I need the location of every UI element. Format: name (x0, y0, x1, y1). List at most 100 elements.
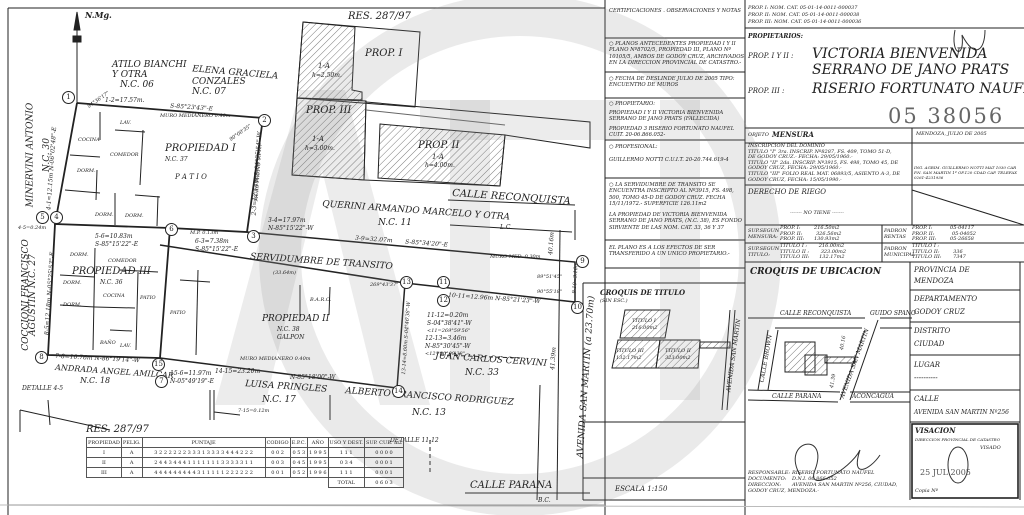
room-label: COCINA (78, 137, 100, 143)
wall-label: MURO MED. 0.30m (490, 254, 541, 260)
point-marker: 15 (152, 358, 165, 371)
calle-label: CALLE (914, 395, 939, 403)
prop-1-2-owner: VICTORIA BIENVENIDA (812, 46, 988, 62)
padron-value: 05-26658 (949, 236, 974, 242)
propiedad-3-nc: N.C. 36 (100, 279, 123, 286)
table-header-row: PROPIEDAD PELIG. PUNTAJE CODIGO E.P.C. A… (86, 437, 404, 448)
distrito-label: DISTRITO (914, 327, 951, 335)
cell: 0 0 3 (264, 457, 291, 468)
sketch-height: h=2.50m. (312, 72, 342, 79)
departamento-label: DEPARTAMENTO (914, 295, 978, 303)
note-profesional: GUILLERMO NOTTI C.U.I.T. 20-20.744.619-4 (609, 157, 729, 163)
padron-key: PROP. III: (912, 236, 937, 242)
bearing-5-6: S-85°15'22"-E (95, 241, 139, 248)
point-marker: 13 (400, 276, 413, 289)
detail-4-5-label: DETALLE 4-5 (22, 385, 64, 392)
nomenclatura-line: PROP. II: NOM. CAT. 05-01-14-0011-000038 (748, 12, 860, 18)
table-header: SUP. CUB. m2 (364, 437, 404, 448)
total-label: TOTAL (327, 477, 366, 488)
room-label: DORM. (95, 212, 114, 218)
angle-4: 90°55'18" (537, 289, 563, 295)
res-top: RES. 287/97 (348, 11, 411, 22)
visacion-visado: VISADO (980, 445, 1001, 451)
neighbor-coccioni-2: AGUSTIN N.C. 27 (27, 254, 38, 336)
room-label: DORM. (63, 280, 82, 286)
cell: 0 0 0 1 (364, 457, 404, 468)
cell: 4 4 4 4 4 4 4 4 4 3 1 1 1 1 1 2 2 2 2 2 … (141, 467, 266, 478)
inscripcion-line: TITULO "III" FOLIO REAL MAT. 06893/5, AS… (748, 170, 901, 177)
objeto-label: OBJETO (748, 132, 769, 138)
cell: I (86, 447, 122, 458)
point-marker: 9 (576, 255, 589, 268)
calle-value: AVENIDA SAN MARTIN Nº256 (914, 409, 1009, 416)
measure-7-15: 7-15=0.12m (238, 408, 270, 414)
cell: 2 4 4 3 4 4 4 1 1 1 1 1 1 1 3 3 3 3 3 1 … (141, 457, 266, 468)
neighbor-atilo: ATILO BIANCHI (112, 60, 187, 70)
visacion-date: 25 JUL 2005 (920, 468, 971, 477)
inscripcion-line: TITULO "II" 2da. INSCRIP. Nº3915, FS. 49… (748, 159, 899, 166)
padron-municipal-label: PADRON MUNICIPAL (884, 246, 916, 258)
padron-rentas-label: PADRON RENTAS (884, 228, 907, 240)
sketch-category: 1-A (432, 153, 444, 161)
riego-value: ------- NO TIENE ------- (790, 210, 844, 216)
table-header: E.P.C. (289, 437, 309, 448)
propietarios-label: PROPIETARIOS: (748, 33, 803, 40)
sketch-height: h=4.00m. (425, 162, 455, 169)
point-marker: 11 (437, 276, 450, 289)
ubicacion-aconcagua: ACONCAGUA (852, 393, 895, 400)
sketch-prop-3: PROP. III (306, 105, 352, 116)
point-marker: 12 (437, 294, 450, 307)
responsable-block: RESPONSABLE:RISERIO FORTUNATO NAUFEL DOC… (748, 470, 898, 494)
inscripcion-block: INSCRIPCION DEL DOMINIO TITULO "I" 3ra. … (748, 143, 901, 183)
note-propietario-2: PROPIEDAD 3 RISERIO FORTUNATO NAUFEL CUI… (609, 126, 735, 139)
measure-3-4: 3-4=17.97m (268, 217, 306, 224)
neighbor-juan-nc: N.C. 33 (465, 368, 499, 378)
croquis-titulo-title: CROQUIS DE TITULO (600, 288, 686, 297)
direccion-label: DIRECCION: (748, 482, 782, 488)
ubicacion-reconquista: CALLE RECONQUISTA (780, 310, 852, 317)
neighbor-minervini: MINERVINI ANTONIO (25, 102, 36, 208)
sup-mensura-label: SUP.SEGUN MENSURA: (748, 228, 780, 240)
nomenclatura-line: PROP. III: NOM. CAT. 05-01-14-0011-00003… (748, 19, 862, 25)
cell: 1 9 9 5 (307, 447, 329, 458)
angle-12: <12=90°09'38" (425, 351, 466, 357)
room-label: COMEDOR (108, 258, 137, 264)
sup-mensura-values: PROP. I: 216.50m2 PROP. II: 326.56m2 PRO… (780, 225, 841, 243)
lugar-label: LUGAR (914, 361, 941, 369)
point-marker: 10 (571, 301, 584, 314)
cell: A (120, 447, 143, 458)
sup-key: TITULO II : (780, 248, 810, 255)
wall-label: M.P. 0.13m (190, 230, 219, 236)
room-label: DORM. (63, 302, 82, 308)
documento-label: DOCUMENTO: (748, 476, 787, 482)
padron-value: 05-04117 (950, 225, 974, 231)
point-marker: 8 (35, 351, 48, 364)
bearing-14-15: N-85°18'00"-W (290, 374, 336, 381)
inscripcion-line: DE GODOY CRUZ.- FECHA: 29/05/1960.- (748, 154, 853, 161)
propiedad-3-label: PROPIEDAD III (72, 266, 151, 277)
sup-titulo-values: TITULO I : 216.00m2 TITULO II : 323.00m2… (780, 243, 846, 261)
nomenclatura-line: PROP. I: NOM. CAT. 05-01-14-0011-000037 (748, 5, 858, 11)
room-label: COMEDOR (110, 152, 139, 158)
note-profesional-title: ○ PROFESIONAL: (609, 144, 658, 150)
cell: 0 4 5 (289, 457, 309, 468)
sup-value: 216.50m2 (814, 225, 840, 231)
point-marker: 14 (392, 385, 405, 398)
titulo-2-area: 323.00m2 (665, 355, 691, 361)
direccion-value: AVENIDA SAN MARTIN Nº256, CIUDAD, GODOY … (748, 482, 898, 494)
point-marker: 5 (36, 211, 49, 224)
galpon-label: GALPON (277, 334, 305, 341)
sup-key: PROP. III: (780, 236, 805, 242)
neighbor-querini-nc: N.C. 11 (378, 218, 412, 228)
wall-label: MURO MEDIANERO 0.40m (160, 113, 231, 119)
sketch-height: h=3.00m. (305, 145, 335, 152)
prop-1-2-owner-2: SERRANO DE JANO PRATS (812, 62, 1010, 78)
cell: A (120, 467, 143, 478)
riego-title: DERECHO DE RIEGO (748, 188, 826, 196)
note-servidumbre-2: LA PROPIEDAD DE VICTORIA BIENVENIDA SERR… (609, 212, 742, 231)
cell: 1 9 9 5 (307, 457, 329, 468)
room-label: DORM. (125, 213, 144, 219)
propiedad-2-nc: N.C. 38 (277, 326, 300, 333)
titulo-1-label: TITULO I (632, 318, 656, 324)
note-efectos: EL PLANO ES A LOS EFECTOS DE SER TRANSFE… (609, 245, 730, 258)
